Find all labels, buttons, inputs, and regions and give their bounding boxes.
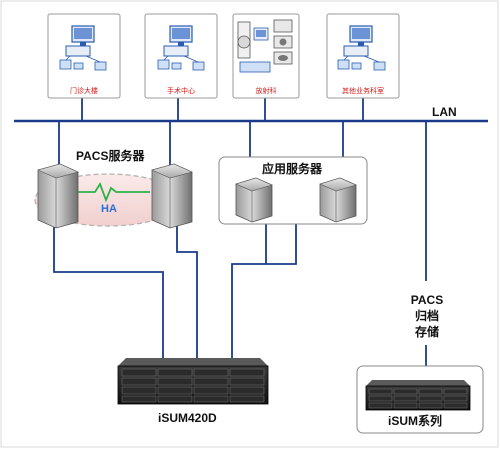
pacs-server-title: PACS服务器 [76,149,145,163]
heartbeat-line [78,181,150,203]
lan-label: LAN [432,105,457,119]
workstation-label-4: 其他业务科室 [342,88,384,95]
app-server-title: 应用服务器 [262,162,323,176]
workstation-box-2 [144,13,218,99]
archive-device-label: iSUM系列 [388,414,443,428]
workstation-label-1: 门诊大楼 [70,88,98,95]
link-pacs1-storage [53,222,164,360]
archive-label-line-1: PACS [410,293,444,307]
pacs-server-1-icon [37,163,79,229]
archive-rack-icon [365,380,471,411]
app-server-2-icon [319,177,357,223]
workstation-label-3: 放射科 [255,88,277,95]
archive-label-line-3: 存储 [414,325,439,339]
workstation-box-1 [47,13,121,99]
main-storage-label: iSUM420D [158,411,217,425]
link-pacs2-storage [176,222,198,360]
archive-label-line-2: 归档 [414,309,439,323]
workstation-label-2: 手术中心 [167,88,195,95]
link-app-storage [231,224,297,360]
pacs-server-2-icon [151,163,193,229]
storage-rack-icon [117,358,269,405]
archive-side-label: PACS 归档 存储 [410,292,444,340]
workstation-box-3 [232,13,300,99]
app-server-1-icon [235,177,273,223]
workstation-box-4 [326,13,400,99]
ha-label: HA [101,203,117,215]
